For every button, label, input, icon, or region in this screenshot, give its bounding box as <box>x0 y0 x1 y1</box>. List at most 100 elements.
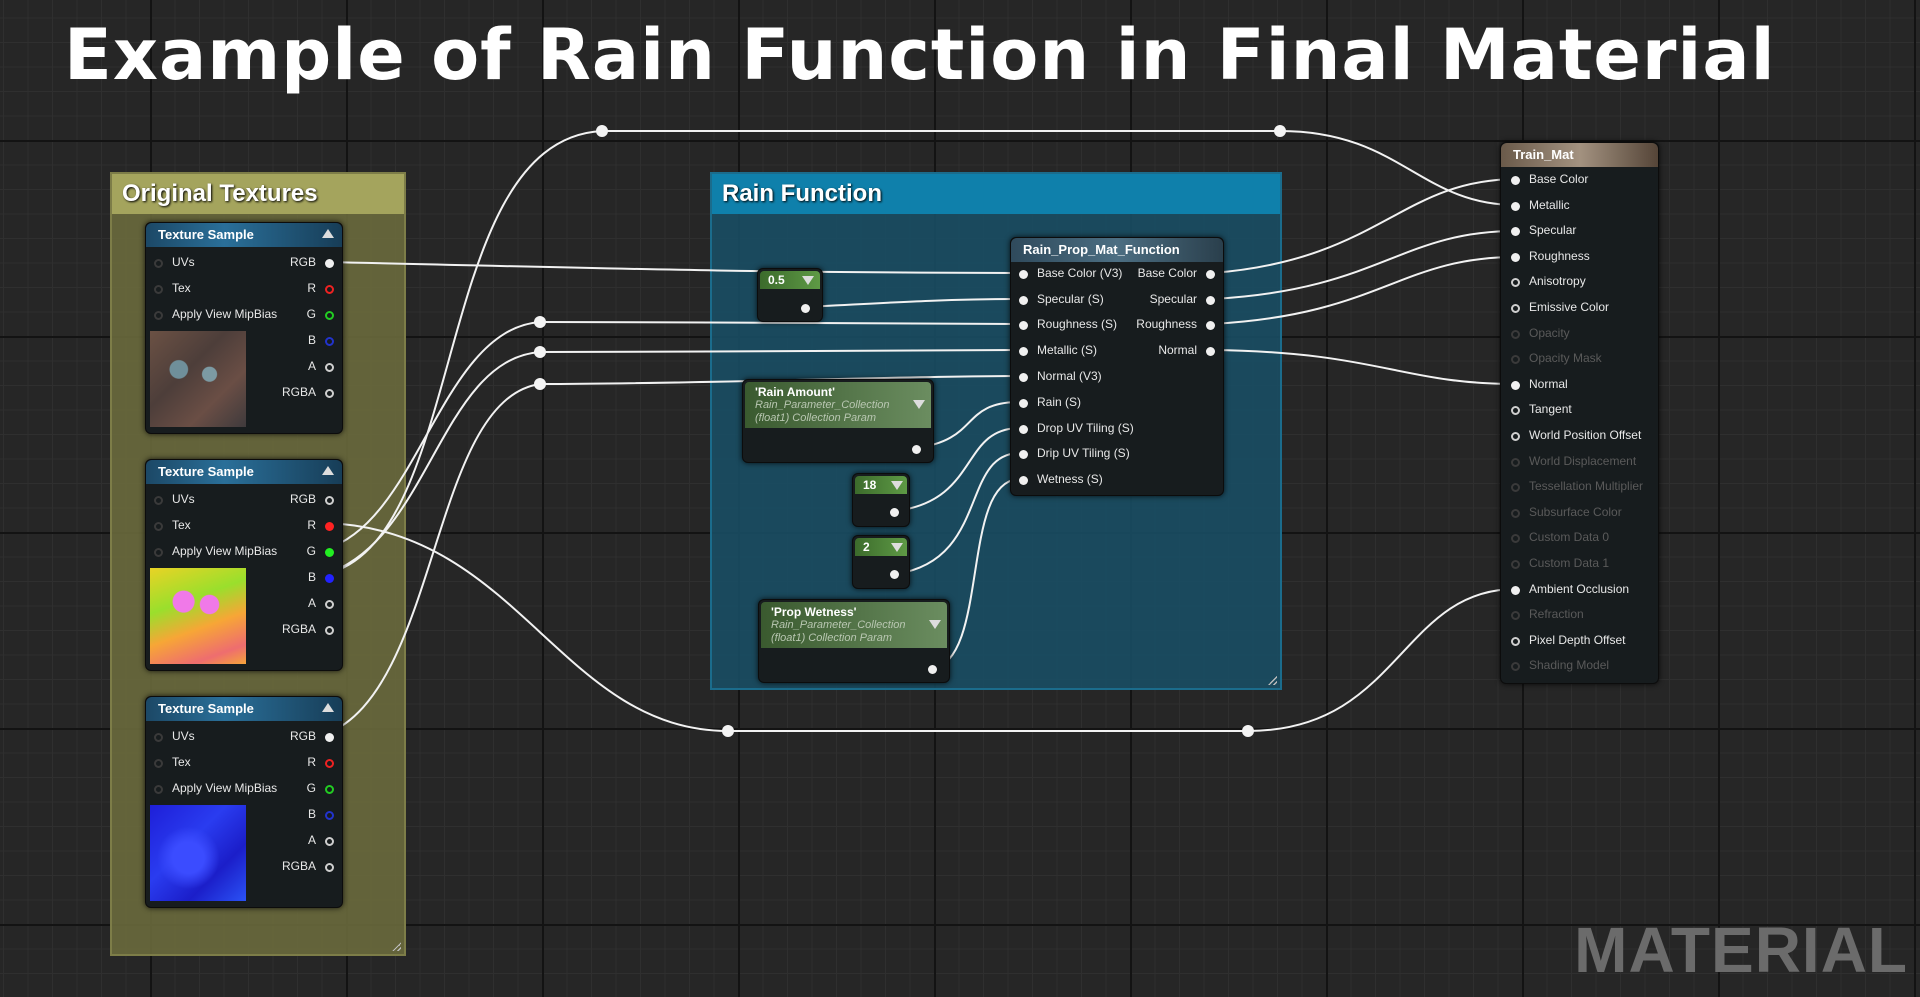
collapse-arrow-icon[interactable] <box>322 229 334 238</box>
texture-sample-node[interactable]: Texture Sample UVs Tex Apply View MipBia… <box>145 222 343 434</box>
output-pin[interactable] <box>325 311 334 320</box>
input-pin[interactable] <box>1019 347 1028 356</box>
input-pin[interactable] <box>154 311 163 320</box>
collection-parameter-node[interactable]: 'Prop Wetness' Rain_Parameter_Collection… <box>758 599 950 683</box>
material-function-node[interactable]: Rain_Prop_Mat_Function Base Color (V3) S… <box>1010 237 1224 496</box>
input-pin[interactable] <box>1511 457 1520 467</box>
scalar-constant-node[interactable]: 0.5 <box>757 268 823 322</box>
input-pin[interactable] <box>1511 252 1520 262</box>
expand-arrow-icon[interactable] <box>929 620 941 629</box>
node-title[interactable]: Texture Sample <box>146 460 342 484</box>
output-pin[interactable] <box>325 574 334 583</box>
output-pin[interactable] <box>325 863 334 872</box>
input-pin[interactable] <box>1019 270 1028 279</box>
output-pin[interactable] <box>1206 347 1215 356</box>
collection-parameter-header[interactable]: 'Prop Wetness' Rain_Parameter_Collection… <box>761 602 947 648</box>
input-pin[interactable] <box>1511 432 1520 441</box>
output-pin[interactable] <box>890 570 899 579</box>
input-pin[interactable] <box>1511 227 1520 237</box>
reroute-node[interactable] <box>596 125 608 137</box>
input-pin[interactable] <box>1511 355 1520 365</box>
output-pin[interactable] <box>912 445 921 454</box>
resize-handle-icon[interactable] <box>1267 675 1277 685</box>
input-pin[interactable] <box>1511 201 1520 211</box>
input-pin[interactable] <box>154 785 163 794</box>
reroute-node[interactable] <box>722 725 734 737</box>
output-pin[interactable] <box>325 733 334 742</box>
input-pin[interactable] <box>154 759 163 768</box>
input-pin[interactable] <box>154 285 163 294</box>
node-title[interactable]: Train_Mat <box>1501 143 1658 167</box>
expand-arrow-icon[interactable] <box>891 543 903 552</box>
input-pin[interactable] <box>154 522 163 531</box>
input-pin[interactable] <box>1511 278 1520 288</box>
output-pin[interactable] <box>325 600 334 609</box>
collapse-arrow-icon[interactable] <box>322 466 334 475</box>
output-pin[interactable] <box>325 337 334 346</box>
scalar-constant-node[interactable]: 2 <box>852 535 910 589</box>
output-pin[interactable] <box>325 837 334 846</box>
input-pin[interactable] <box>1019 476 1028 485</box>
output-pin[interactable] <box>325 759 334 768</box>
comment-title[interactable]: Rain Function <box>712 174 1280 214</box>
input-pin[interactable] <box>1511 380 1520 390</box>
output-pin[interactable] <box>325 785 334 794</box>
collection-parameter-header[interactable]: 'Rain Amount' Rain_Parameter_Collection … <box>745 382 931 428</box>
reroute-node[interactable] <box>534 346 546 358</box>
output-pin[interactable] <box>325 285 334 294</box>
input-pin[interactable] <box>1019 399 1028 408</box>
output-pin[interactable] <box>325 811 334 820</box>
expand-arrow-icon[interactable] <box>913 400 925 409</box>
output-pin[interactable] <box>890 508 899 517</box>
output-pin[interactable] <box>325 259 334 268</box>
input-pin[interactable] <box>1511 560 1520 569</box>
input-pin[interactable] <box>1511 483 1520 493</box>
collection-parameter-node[interactable]: 'Rain Amount' Rain_Parameter_Collection … <box>742 379 934 463</box>
output-pin[interactable] <box>801 304 810 313</box>
input-pin[interactable] <box>154 259 163 268</box>
input-pin[interactable] <box>1019 425 1028 434</box>
output-pin[interactable] <box>1206 296 1215 305</box>
node-title[interactable]: Rain_Prop_Mat_Function <box>1011 238 1223 262</box>
reroute-node[interactable] <box>1274 125 1286 137</box>
input-pin[interactable] <box>154 548 163 557</box>
input-pin[interactable] <box>1511 508 1520 518</box>
output-pin[interactable] <box>325 522 334 531</box>
collapse-arrow-icon[interactable] <box>322 703 334 712</box>
output-pin[interactable] <box>1206 321 1215 330</box>
reroute-node[interactable] <box>534 316 546 328</box>
expand-arrow-icon[interactable] <box>891 481 903 490</box>
input-pin[interactable] <box>1511 611 1520 621</box>
reroute-node[interactable] <box>534 378 546 390</box>
output-pin[interactable] <box>325 496 334 505</box>
input-pin[interactable] <box>1511 176 1520 185</box>
output-pin[interactable] <box>1206 270 1215 279</box>
input-pin[interactable] <box>154 733 163 742</box>
output-pin[interactable] <box>325 548 334 557</box>
input-pin[interactable] <box>1511 636 1520 646</box>
input-pin[interactable] <box>1019 321 1028 330</box>
output-pin[interactable] <box>928 665 937 674</box>
input-pin[interactable] <box>1511 304 1520 313</box>
input-pin[interactable] <box>1019 373 1028 382</box>
input-pin[interactable] <box>1511 585 1520 595</box>
texture-sample-node[interactable]: Texture Sample UVs Tex Apply View MipBia… <box>145 459 343 671</box>
input-pin[interactable] <box>154 496 163 505</box>
node-title[interactable]: Texture Sample <box>146 223 342 247</box>
node-title[interactable]: Texture Sample <box>146 697 342 721</box>
resize-handle-icon[interactable] <box>391 941 401 951</box>
input-pin[interactable] <box>1019 450 1028 459</box>
output-pin[interactable] <box>325 389 334 398</box>
expand-arrow-icon[interactable] <box>802 276 814 285</box>
output-pin[interactable] <box>325 363 334 372</box>
reroute-node[interactable] <box>1242 725 1254 737</box>
scalar-constant-node[interactable]: 18 <box>852 473 910 527</box>
input-pin[interactable] <box>1511 406 1520 416</box>
texture-sample-node[interactable]: Texture Sample UVs Tex Apply View MipBia… <box>145 696 343 908</box>
input-pin[interactable] <box>1511 662 1520 672</box>
comment-title[interactable]: Original Textures <box>112 174 404 214</box>
input-pin[interactable] <box>1511 329 1520 339</box>
output-pin[interactable] <box>325 626 334 635</box>
input-pin[interactable] <box>1019 296 1028 305</box>
